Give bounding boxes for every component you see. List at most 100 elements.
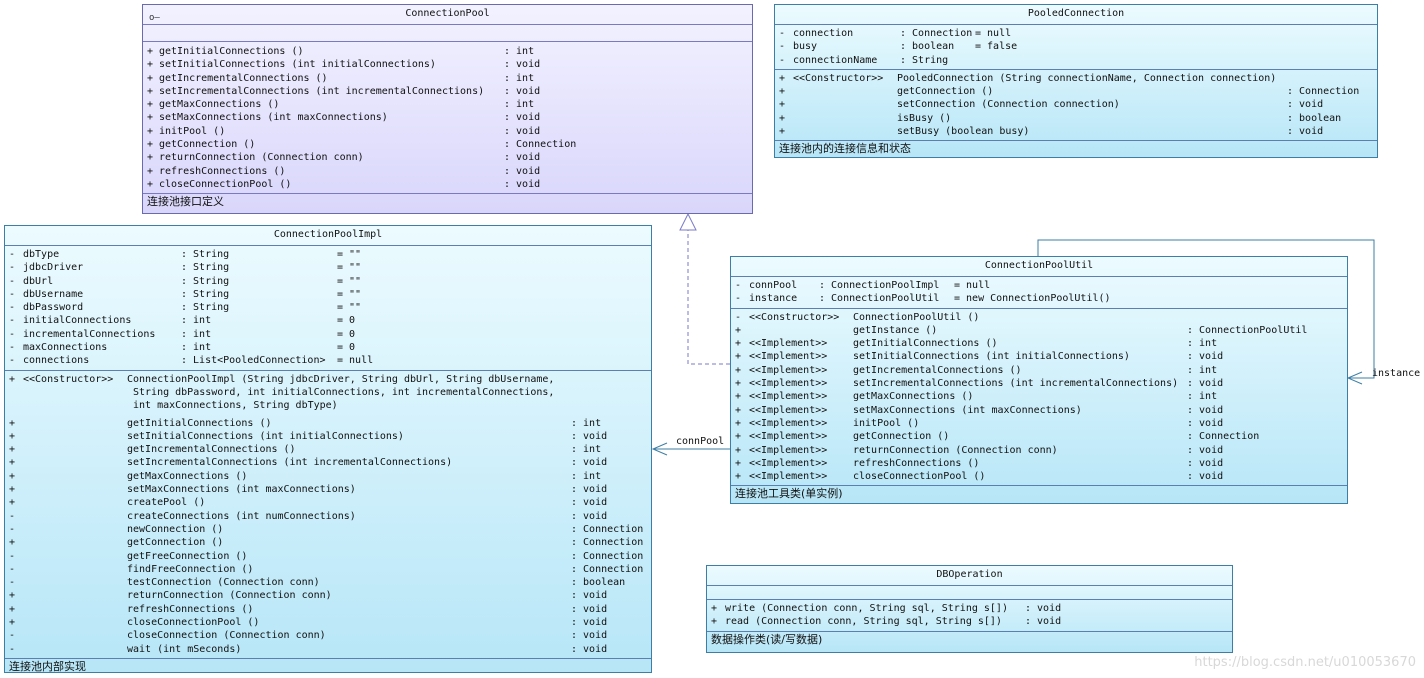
attribute-row: -maxConnections: int= 0 <box>9 341 647 354</box>
method-row-ret: : void <box>504 59 541 71</box>
method-row-stereo: <<Implement>> <box>749 338 828 350</box>
realization-line <box>687 230 730 365</box>
attribute-row-vis: - <box>9 262 16 274</box>
method-row-vis: + <box>735 364 742 376</box>
attribute-row-vis: - <box>9 249 16 260</box>
method-row-vis: - <box>9 550 16 562</box>
method-row-vis: + <box>9 497 16 509</box>
attribute-row-init: = null <box>975 28 1012 39</box>
class-connection-pool-util[interactable]: ConnectionPoolUtil -connPool: Connection… <box>730 256 1348 504</box>
attribute-row-name: instance <box>749 293 798 305</box>
attribute-row-name: incrementalConnections <box>23 328 156 340</box>
method-row-vis: + <box>735 417 742 429</box>
method-row-vis: + <box>147 59 154 71</box>
constructor-signature: ConnectionPoolImpl (String jdbcDriver, S… <box>127 373 555 385</box>
class-connection-pool-impl[interactable]: ConnectionPoolImpl -dbType: String= ""-j… <box>4 225 652 673</box>
method-row-vis: + <box>779 72 786 84</box>
method-row-stereo <box>793 98 897 111</box>
method-row: +<<Implement>>setMaxConnections (int max… <box>735 404 1343 417</box>
method-row-ret: : int <box>571 417 602 429</box>
methods-compartment: +getInitialConnections (): int+setInitia… <box>143 42 752 195</box>
attribute-row: -jdbcDriver: String= "" <box>9 261 647 274</box>
method-row-stereo: <<Implement>> <box>749 404 828 416</box>
attribute-row: -dbUrl: String= "" <box>9 275 647 288</box>
method-row-ret: : void <box>571 630 608 642</box>
method-row: + setConnection (Connection connection) : … <box>779 98 1373 111</box>
method-row-ret: : void <box>1187 404 1224 416</box>
method-row-vis: - <box>9 523 16 535</box>
method-row-vis: + <box>9 417 16 429</box>
method-row-vis: + <box>711 603 718 614</box>
methods-compartment: + write (Connection conn, String sql, Str… <box>707 600 1232 632</box>
method-row: -createConnections (int numConnections):… <box>9 510 647 523</box>
attribute-row-init: = "" <box>337 249 362 260</box>
method-row-stereo: <<Constructor>> <box>793 72 884 84</box>
method-row-vis: + <box>9 537 16 549</box>
method-row-stereo <box>23 456 127 469</box>
method-row-stereo <box>23 536 127 549</box>
attribute-row: -connPool: ConnectionPoolImpl= null <box>735 279 1343 292</box>
method-row: +closeConnectionPool (): void <box>9 616 647 629</box>
method-row-vis: + <box>9 430 16 442</box>
attribute-row-vis: - <box>9 342 16 354</box>
method-row-vis: + <box>9 484 16 496</box>
method-row-ret: : void <box>1025 616 1062 628</box>
method-row: +refreshConnections (): void <box>9 603 647 616</box>
method-row-vis: + <box>735 391 742 403</box>
class-header: DBOperation <box>707 566 1232 586</box>
method-row: +refreshConnections (): void <box>147 165 748 178</box>
class-header: o— ConnectionPool <box>143 5 752 25</box>
method-row-vis: + <box>735 431 742 443</box>
class-db-operation[interactable]: DBOperation + write (Connection conn, Str… <box>706 565 1233 653</box>
method-row-sig: refreshConnections () <box>127 603 254 615</box>
attribute-row: -connectionName: String <box>779 54 1373 67</box>
method-row-stereo <box>23 603 127 616</box>
attribute-row-vis: - <box>735 280 742 291</box>
method-row-sig: getMaxConnections () <box>127 470 248 482</box>
attribute-row-init: = 0 <box>337 342 356 354</box>
attribute-row-init: = "" <box>337 302 362 314</box>
class-pooled-connection[interactable]: PooledConnection -connection: Connection… <box>774 4 1378 158</box>
method-row-sig: returnConnection (Connection conn) <box>159 152 364 164</box>
method-row-sig: setConnection (Connection connection) <box>897 99 1120 111</box>
attribute-row-type: : String <box>900 54 949 66</box>
method-row-sig: getConnection () <box>127 537 224 549</box>
method-row-vis: + <box>9 457 16 469</box>
method-row-ret: : void <box>571 617 608 629</box>
attribute-row-init: = new ConnectionPoolUtil() <box>954 293 1111 305</box>
method-row-ret <box>1187 311 1297 324</box>
method-row-sig: setMaxConnections (int maxConnections) <box>127 484 356 496</box>
attribute-row-vis: - <box>9 315 16 327</box>
method-row: -<<Constructor>>ConnectionPoolUtil () <box>735 311 1343 324</box>
method-row-stereo: <<Implement>> <box>749 351 828 363</box>
method-row: -wait (int mSeconds): void <box>9 643 647 656</box>
method-row-sig: refreshConnections () <box>159 165 286 177</box>
method-row-ret: : Connection <box>571 550 644 562</box>
method-row-ret: : void <box>504 112 541 124</box>
method-row-vis: + <box>779 99 786 111</box>
attribute-row-name: initialConnections <box>23 315 132 327</box>
method-row-stereo <box>793 125 897 138</box>
instance-role-label: instance <box>1372 368 1421 379</box>
class-connection-pool[interactable]: o— ConnectionPool +getInitialConnections… <box>142 4 753 214</box>
method-row-sig: PooledConnection (String connectionName,… <box>897 72 1277 84</box>
method-row-ret: : int <box>571 444 602 456</box>
attribute-row-type: : ConnectionPoolUtil <box>819 293 940 305</box>
method-row-stereo: <<Implement>> <box>749 471 828 483</box>
method-row: + write (Connection conn, String sql, Str… <box>711 602 1228 615</box>
method-row-ret: : void <box>504 125 541 137</box>
method-row: +setMaxConnections (int maxConnections):… <box>9 483 647 496</box>
method-row-stereo <box>793 85 897 98</box>
method-row-sig: read (Connection conn, String sql, Strin… <box>725 616 1002 628</box>
constructor-signature: String dbPassword, int initialConnection… <box>133 386 555 398</box>
method-row-ret: : boolean <box>571 577 626 589</box>
method-row-stereo: <<Implement>> <box>749 457 828 469</box>
method-row-sig: getInstance () <box>853 324 938 336</box>
method-row-ret: : void <box>1287 99 1324 111</box>
method-row-stereo <box>23 483 127 496</box>
attribute-row-name: dbUrl <box>23 275 54 287</box>
class-comment: 数据操作类(读/写数据) <box>711 632 823 646</box>
method-row-sig: getFreeConnection () <box>127 550 248 562</box>
method-row-sig: write (Connection conn, String sql, Stri… <box>725 603 1008 614</box>
method-row-ret: : Connection <box>571 563 644 575</box>
